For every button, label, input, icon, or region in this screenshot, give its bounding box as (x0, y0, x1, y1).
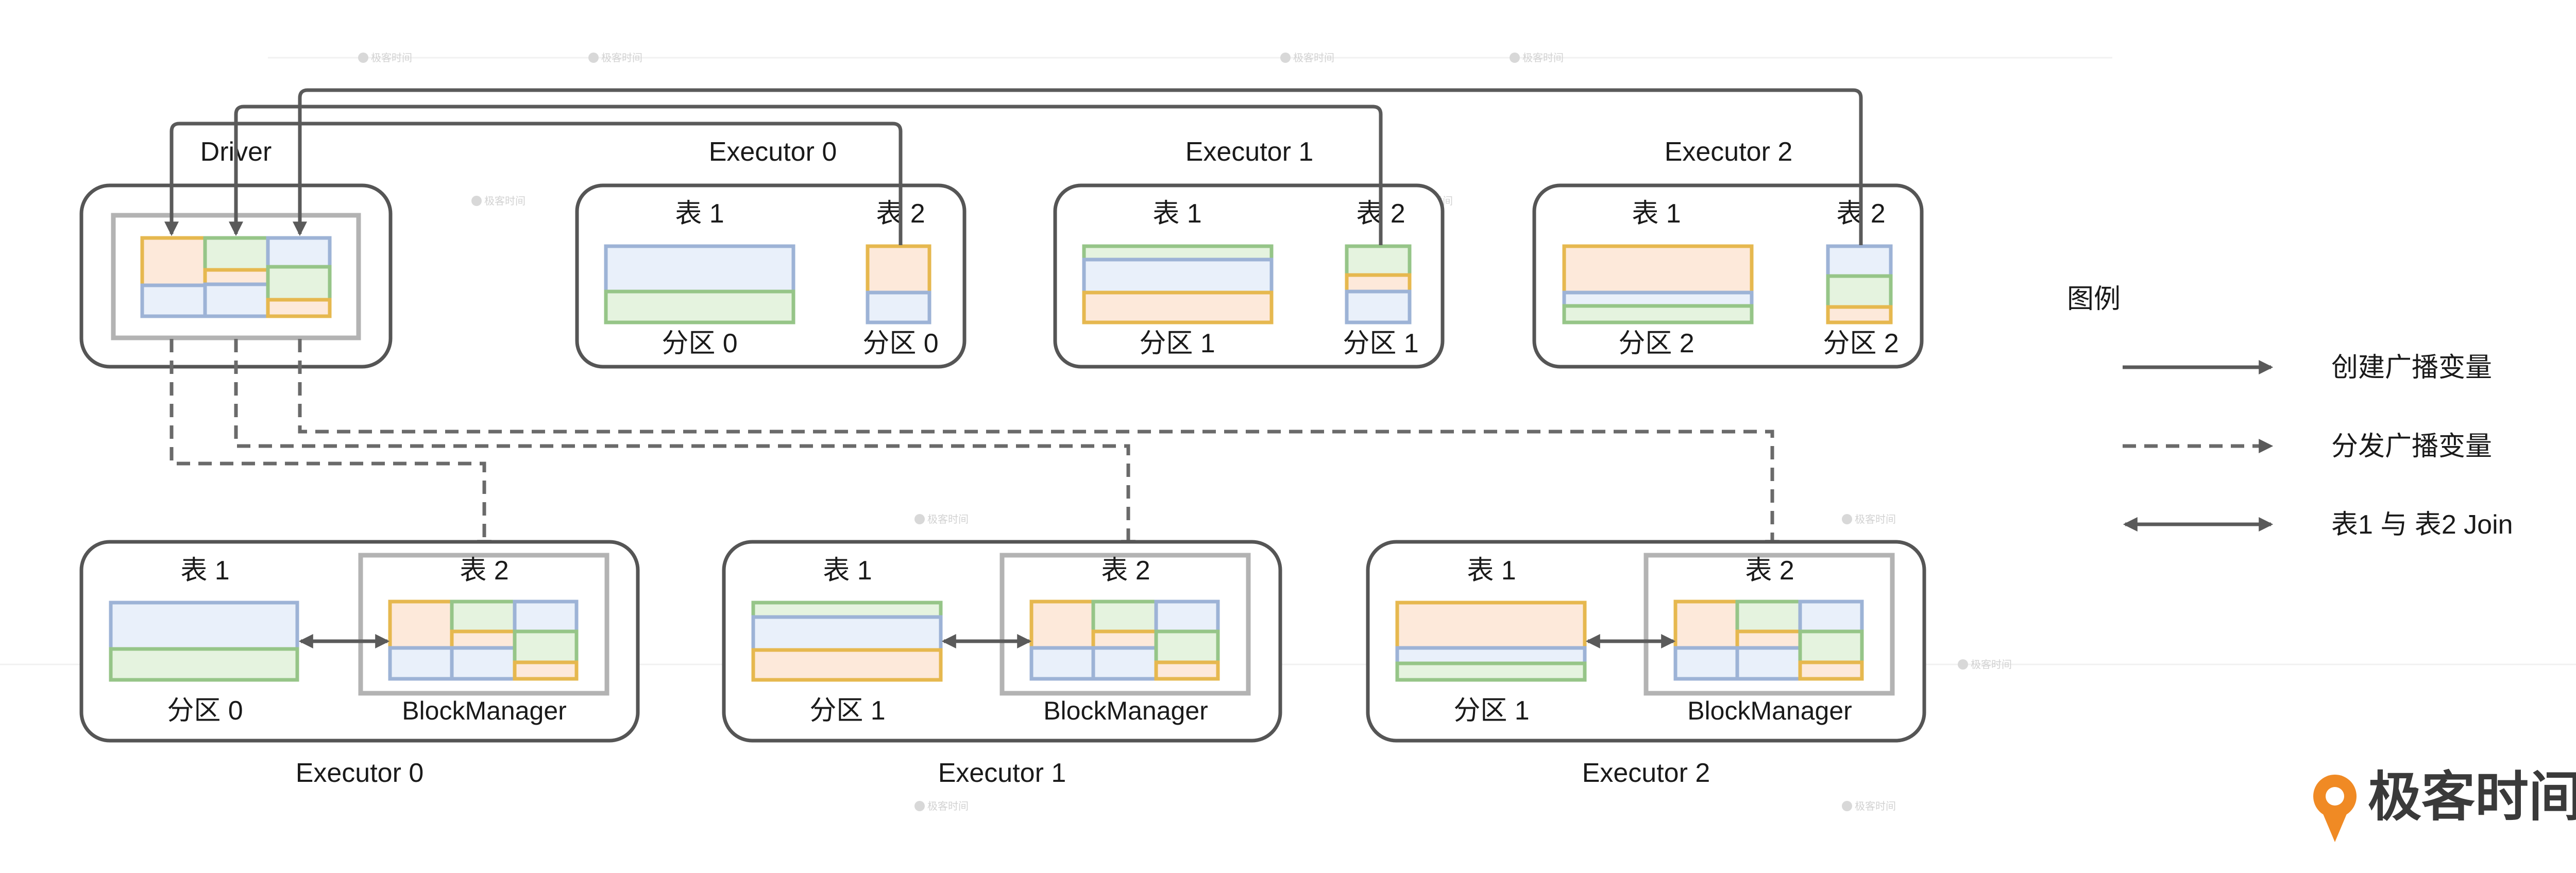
geekbang-logo-icon (2313, 775, 2357, 842)
distribute-arrow-executor-2 (298, 339, 1780, 555)
top-executor-0-table1-partition (604, 244, 795, 324)
bottom-executor-0: 表 1 分区 0 表 2 BlockManager Executor 0 (79, 540, 640, 788)
bottom-executor-0-table2-label: 表 2 (460, 556, 509, 586)
bottom-executor-2-table1-label: 表 1 (1467, 556, 1516, 586)
top-executor-1: Executor 1 表 1 表 2 分区 1 分区 1 (1053, 137, 1445, 369)
bottom-executor-2: 表 1 分区 1 表 2 BlockManager Executor 2 (1366, 540, 1926, 788)
collect-arrow-executor-0 (164, 122, 903, 245)
distribute-broadcast-arrows (170, 339, 1780, 555)
svg-text:极客时间: 极客时间 (601, 52, 642, 64)
bottom-executor-1-partition-label: 分区 1 (809, 696, 885, 726)
bottom-executor-2-title: Executor 2 (1582, 758, 1710, 788)
top-executor-0-title: Executor 0 (709, 137, 837, 167)
svg-text:极客时间: 极客时间 (1855, 513, 1896, 525)
bottom-executor-2-blockmanager-label: BlockManager (1687, 696, 1852, 725)
top-executor-0-table2-partition (866, 244, 931, 324)
bottom-executor-0-partition-label: 分区 0 (167, 696, 243, 726)
top-executor-2-title: Executor 2 (1665, 137, 1793, 167)
bottom-executor-1-blockmanager-label: BlockManager (1043, 696, 1208, 725)
top-executor-2-partition2-label: 分区 2 (1823, 329, 1899, 358)
top-executor-1-table1-partition (1082, 244, 1274, 324)
top-executor-2-table2-partition (1826, 244, 1893, 324)
svg-text:极客时间: 极客时间 (927, 513, 969, 525)
brand-logo: 极客时间 (2313, 767, 2576, 842)
bottom-executor-1-table1-partition (751, 601, 943, 682)
watermark-logo: 极客时间 (358, 52, 412, 64)
top-executor-0-partition1-label: 分区 0 (662, 329, 737, 358)
collect-arrow-executor-2 (293, 88, 1863, 245)
top-executor-0-table1-label: 表 1 (675, 199, 724, 229)
distribute-arrow-executor-1 (234, 339, 1136, 555)
watermark-logo: 极客时间 (1510, 52, 1564, 64)
top-executor-0-partition2-label: 分区 0 (862, 329, 938, 358)
top-executor-0: Executor 0 表 1 表 2 分区 0 分区 0 (575, 137, 967, 369)
watermark-group: 极客时间 极客时间 极客时间 极客时间 极客时间 极客时间 极客时间 极客时间 … (358, 52, 2012, 812)
watermark-logo: 极客时间 (1958, 659, 2012, 671)
watermark-logo: 极客时间 (588, 52, 642, 64)
bottom-executor-1-table1-label: 表 1 (823, 556, 872, 586)
watermark-logo: 极客时间 (471, 195, 526, 207)
watermark-logo: 极客时间 (1280, 52, 1334, 64)
watermark-logo: 极客时间 (1842, 800, 1896, 812)
brand-name: 极客时间 (2368, 767, 2576, 827)
top-executor-1-title: Executor 1 (1185, 137, 1314, 167)
svg-text:极客时间: 极客时间 (1855, 800, 1896, 812)
top-executor-1-table1-label: 表 1 (1153, 199, 1201, 229)
svg-text:极客时间: 极客时间 (371, 52, 412, 64)
watermark-logo: 极客时间 (914, 800, 969, 812)
svg-text:极客时间: 极客时间 (927, 800, 969, 812)
bottom-executor-1-blockmanager-frame (999, 553, 1251, 696)
distribute-arrow-executor-0 (170, 339, 492, 555)
legend-title: 图例 (2067, 284, 2121, 314)
top-executor-1-partition1-label: 分区 1 (1139, 329, 1215, 358)
legend-distribute-label: 分发广播变量 (2331, 432, 2492, 461)
bottom-executor-2-partition-label: 分区 1 (1453, 696, 1529, 726)
watermark-logo: 极客时间 (1842, 513, 1896, 525)
legend: 图例 创建广播变量 分发广播变量 表1 与 表2 Join (2067, 284, 2513, 540)
bottom-executor-0-table1-partition (109, 601, 299, 682)
top-executor-2-table1-partition (1562, 244, 1754, 324)
watermark-logo: 极客时间 (914, 513, 969, 525)
svg-text:极客时间: 极客时间 (1522, 52, 1564, 64)
top-executor-1-partition2-label: 分区 1 (1343, 329, 1418, 358)
svg-text:极客时间: 极客时间 (484, 195, 526, 207)
bottom-executor-2-table2-label: 表 2 (1745, 556, 1794, 586)
bottom-executor-1-broadcast-table2 (1029, 600, 1220, 681)
top-executor-2: Executor 2 表 1 表 2 分区 2 分区 2 (1532, 137, 1924, 369)
collect-arrow-executor-1 (229, 105, 1383, 245)
svg-text:极客时间: 极客时间 (1971, 659, 2012, 671)
top-executor-1-table2-partition (1345, 244, 1412, 324)
create-broadcast-arrows (164, 88, 1863, 245)
top-executor-2-table1-label: 表 1 (1632, 199, 1681, 229)
bottom-executor-2-blockmanager-frame (1643, 553, 1895, 696)
bottom-executor-2-broadcast-table2 (1673, 600, 1864, 681)
bottom-executor-0-blockmanager-label: BlockManager (402, 696, 567, 725)
driver-broadcast-blocks (140, 236, 332, 318)
bottom-executor-0-broadcast-table2 (388, 600, 579, 681)
bottom-executor-0-blockmanager-frame (358, 553, 609, 696)
legend-create-label: 创建广播变量 (2331, 353, 2492, 383)
bottom-executor-2-table1-partition (1395, 601, 1587, 682)
bottom-executor-0-title: Executor 0 (296, 758, 424, 788)
bottom-executor-1-title: Executor 1 (938, 758, 1066, 788)
bottom-executor-1: 表 1 分区 1 表 2 BlockManager Executor 1 (722, 540, 1282, 788)
svg-text:极客时间: 极客时间 (1293, 52, 1334, 64)
bottom-executor-0-table1-label: 表 1 (180, 556, 229, 586)
bottom-executor-1-table2-label: 表 2 (1101, 556, 1150, 586)
legend-join-label: 表1 与 表2 Join (2331, 510, 2513, 540)
top-executor-2-partition1-label: 分区 2 (1618, 329, 1694, 358)
